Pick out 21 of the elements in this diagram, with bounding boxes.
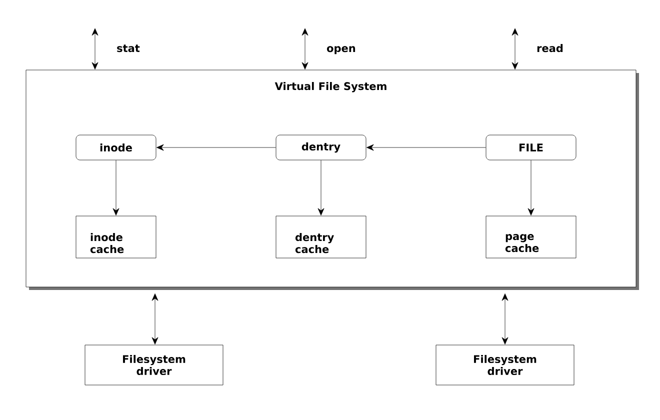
- arrow: [318, 160, 324, 216]
- arrow: [528, 160, 534, 216]
- edge-label: open: [327, 46, 356, 54]
- arrow: [502, 294, 508, 344]
- arrow: [152, 294, 158, 344]
- cache-box: dentry cache: [276, 216, 366, 258]
- arrow: [156, 144, 276, 151]
- arrow: [92, 28, 98, 70]
- cache-box: page cache: [486, 216, 576, 258]
- arrow: [366, 144, 486, 151]
- edge-label: stat: [117, 44, 140, 52]
- arrow: [112, 160, 120, 216]
- edge-label: read: [537, 44, 563, 52]
- rounded-box: inode: [76, 134, 156, 160]
- arrow: [302, 28, 308, 70]
- rounded-box: dentry: [276, 134, 366, 160]
- driver-box: Filesystem driver: [436, 344, 574, 386]
- driver-box: Filesystem driver: [84, 344, 224, 386]
- arrow: [512, 28, 518, 70]
- cache-box: inode cache: [76, 216, 156, 258]
- rounded-box: FILE: [486, 134, 576, 160]
